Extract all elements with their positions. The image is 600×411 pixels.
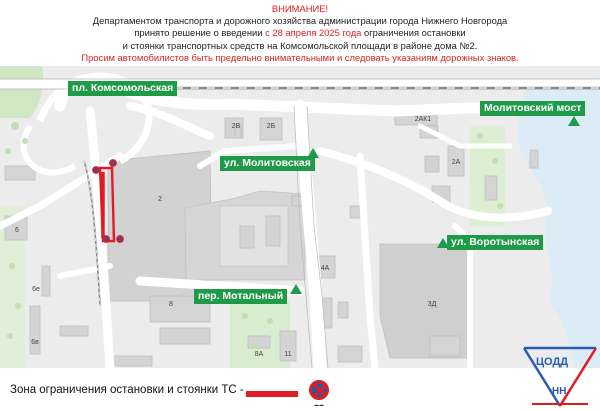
trees xyxy=(5,122,503,349)
notice-line-2-start: принято решение о введении xyxy=(134,27,266,39)
building-number: 11 xyxy=(284,351,291,358)
label-molitovskaya-street: ул. Молитовская xyxy=(220,156,315,171)
notice-line-4: Просим автомобилистов быть предельно вни… xyxy=(81,51,519,63)
notice-line-3: и стоянки транспортных средств на Комсом… xyxy=(122,39,478,51)
logo-mark: ЦОДД НН xyxy=(522,346,598,407)
legend: Зона ограничения остановки и стоянки ТС … xyxy=(0,370,600,411)
building-number: 2АК1 xyxy=(415,116,432,123)
codd-logo: ЦОДД НН xyxy=(522,344,598,408)
label-molitovsky-bridge: Молитовский мост xyxy=(480,101,586,116)
notice: ВНИМАНИЕ! Департаментом транспорта и дор… xyxy=(0,0,600,66)
tram-tracks xyxy=(83,160,101,307)
sign-plate-icon: ▬ ▬ xyxy=(314,402,324,407)
arrow-up-icon xyxy=(290,284,302,294)
restriction-zone xyxy=(98,166,116,243)
label-komsomolskaya-square: пл. Комсомольская xyxy=(68,81,178,96)
no-parking-sign xyxy=(102,235,110,243)
building-number: 6 xyxy=(15,227,19,234)
building-number: 2Б xyxy=(267,123,276,130)
notice-line-1: Департаментом транспорта и дорожного хоз… xyxy=(92,15,508,27)
no-parking-signs xyxy=(92,159,124,243)
map-canvas: 2 2В 2Б 2АК1 2А 3Д 4А 6 6е 6в 8 8А 11 xyxy=(0,66,600,375)
building-number: 6в xyxy=(31,339,39,346)
map: 2 2В 2Б 2АК1 2А 3Д 4А 6 6е 6в 8 8А 11 пл… xyxy=(0,66,600,375)
building-number: 2 xyxy=(158,196,162,203)
logo-bottom-text: НН xyxy=(552,386,566,397)
arrow-up-icon xyxy=(568,116,580,126)
label-motalny-lane: пер. Мотальный xyxy=(194,289,288,304)
legend-text: Зона ограничения остановки и стоянки ТС … xyxy=(10,384,244,396)
building-number: 2В xyxy=(232,123,241,130)
no-parking-sign xyxy=(92,166,100,174)
notice-line-2-end: ограничения остановки xyxy=(361,27,466,39)
building-number: 2А xyxy=(452,159,461,166)
logo-top-text: ЦОДД xyxy=(536,356,568,368)
arrow-up-icon xyxy=(437,238,449,248)
building-number: 4А xyxy=(321,265,330,272)
notice-date: с 28 апреля 2025 года xyxy=(265,27,362,39)
building-number: 3Д xyxy=(428,301,437,308)
green-strip xyxy=(0,206,25,368)
label-vorotynskaya-street: ул. Воротынская xyxy=(447,235,544,250)
arrow-up-icon xyxy=(307,148,319,158)
building-number: 8А xyxy=(255,351,264,358)
notice-heading: ВНИМАНИЕ! xyxy=(271,3,329,14)
river-water xyxy=(517,76,600,368)
no-parking-sign-icon xyxy=(309,380,329,400)
no-parking-sign xyxy=(109,159,117,167)
notice-line-2: принято решение о введении с 28 апреля 2… xyxy=(0,27,600,39)
no-parking-sign xyxy=(116,235,124,243)
legend-red-line xyxy=(246,391,298,397)
building-number: 8 xyxy=(169,301,173,308)
building-number: 6е xyxy=(32,286,40,293)
